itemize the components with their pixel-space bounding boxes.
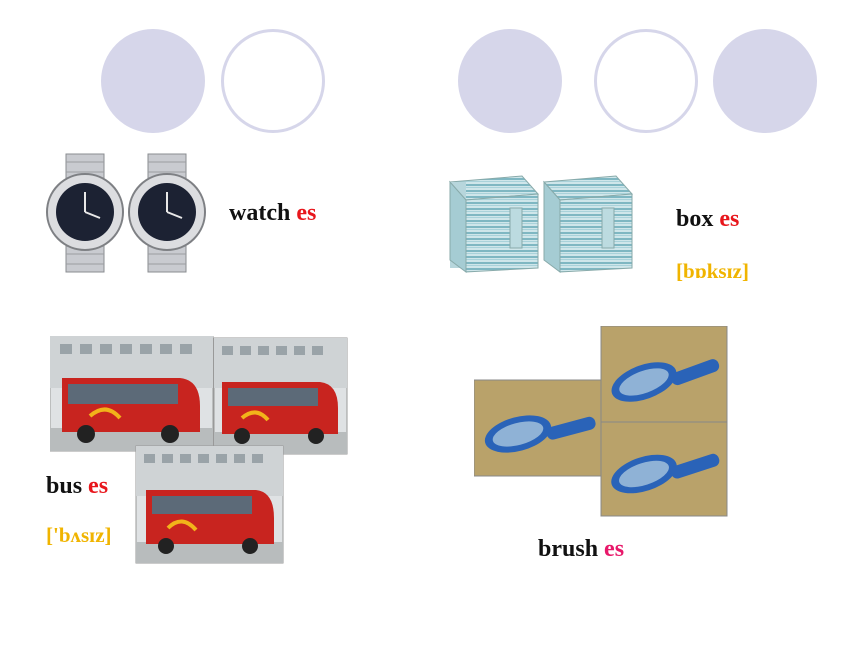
- word-watch-base: watch: [229, 200, 291, 226]
- word-bus-suffix: es: [88, 473, 109, 499]
- bus-photos: [50, 336, 348, 564]
- word-brush-base: brush: [538, 536, 599, 562]
- watch-2: [128, 153, 206, 273]
- brush-photo-3: [600, 421, 728, 517]
- word-brush-suffix: es: [604, 536, 625, 562]
- brush-photos: [474, 326, 728, 517]
- bus-photo-3: [135, 445, 284, 564]
- word-brush: brush es: [538, 536, 624, 563]
- word-box: box es: [676, 206, 739, 233]
- decor-circle-1: [101, 29, 205, 133]
- brush-photo-1: [600, 326, 728, 423]
- phonetic-bus: ['bʌsɪz]: [46, 523, 112, 547]
- word-box-base: box: [676, 206, 714, 232]
- phonetic-box: [bɒksɪz]: [676, 259, 749, 283]
- word-box-suffix: es: [719, 206, 740, 232]
- word-bus-base: bus: [46, 473, 83, 499]
- box-1: [448, 175, 540, 273]
- word-bus: bus es: [46, 473, 108, 500]
- box-2: [542, 175, 634, 273]
- brush-photo-2: [474, 379, 602, 477]
- decor-circle-4: [594, 29, 698, 133]
- watch-1: [46, 153, 124, 273]
- bus-photo-1: [50, 336, 214, 452]
- decor-circle-5: [713, 29, 817, 133]
- decor-circle-2: [221, 29, 325, 133]
- decor-circle-3: [458, 29, 562, 133]
- word-watch-suffix: es: [296, 200, 317, 226]
- boxes-image: [448, 175, 634, 273]
- word-watch: watch es: [229, 200, 316, 227]
- bus-photo-2: [213, 337, 348, 455]
- watches-image: [46, 153, 206, 273]
